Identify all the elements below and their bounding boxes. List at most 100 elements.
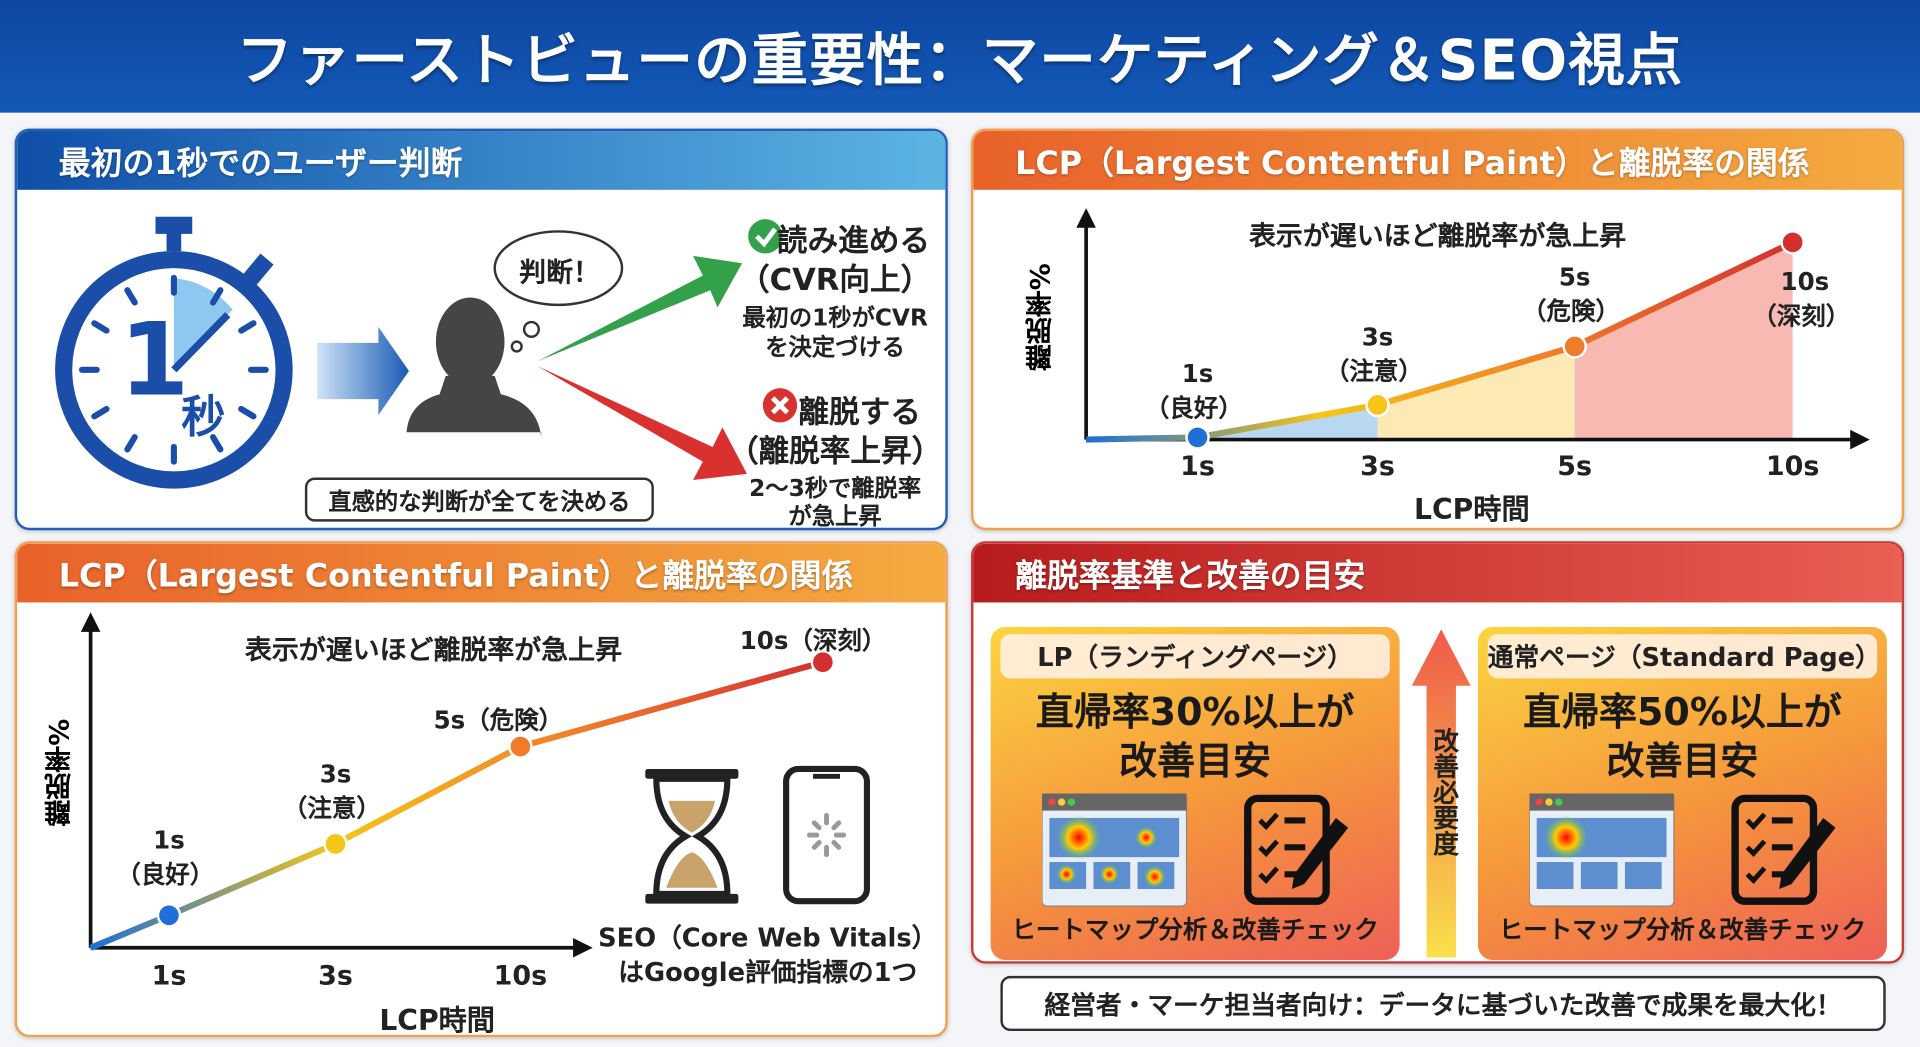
x-tick: 3s [1360,451,1395,483]
checklist-pencil-icon [1731,794,1836,905]
data-point [1780,230,1805,255]
card-standard: 通常ページ（Standard Page） 直帰率50%以上が 改善目安 ヒートマ… [1477,626,1887,961]
seo-text-1: SEO（Core Web Vitals） [598,923,938,953]
panel-title: 最初の1秒でのユーザー判断 [17,131,946,190]
point-note: （注意） [282,793,381,823]
chart-subtitle: 表示が遅いほど離脱率が急上昇 [1248,221,1627,253]
data-point [508,734,533,759]
content-block [1624,862,1662,889]
point-label: 1s [153,825,185,855]
red-arrow-icon [537,366,747,481]
hourglass-icon [645,768,739,904]
content-block [1580,862,1618,889]
y-axis-label: 離脱率% [1026,263,1057,372]
panel-lcp-top: LCP（Largest Contentful Paint）と離脱率の関係 表示が… [971,128,1905,531]
point-label: 10s [1780,266,1830,297]
point-label: 10s（深刻） [739,625,887,656]
window-dot [1535,798,1543,806]
seo-text-2: はGoogle評価指標の1つ [618,957,918,987]
chart-subtitle: 表示が遅いほど離脱率が急上昇 [244,635,623,667]
pencil [1779,817,1836,889]
panel-title: LCP（Largest Contentful Paint）と離脱率の関係 [973,131,1902,190]
panel-title: 離脱率基準と改善の目安 [973,543,1902,603]
positive-desc-1: 最初の1秒がCVR [742,304,928,332]
point-note: （深刻） [1752,301,1851,331]
card-line-2: 改善目安 [1606,739,1759,784]
x-circle-icon [762,388,798,423]
check-mark [1258,866,1279,884]
x-tick: 1s [1180,451,1215,483]
panel-title: LCP（Largest Contentful Paint）と離脱率の関係 [17,543,946,603]
area-fill [1574,242,1793,440]
y-axis-arrowhead [80,612,101,632]
heat-spot [1135,826,1158,849]
point-note: （良好） [116,859,215,889]
heatmap-icon [1042,793,1349,907]
check-mark [1745,812,1767,831]
panel-bounce: 離脱率基準と改善の目安 LP（ランディングページ） 直帰率30%以上が 改善目安… [971,541,1905,964]
point-note: （良好） [1144,393,1243,423]
data-point [1562,334,1587,359]
heat-spot [1143,865,1166,888]
stopwatch-number: 1 [119,302,190,419]
data-point [1185,425,1210,450]
heat-spot [1056,864,1077,885]
browser-bar [1042,793,1187,811]
check-circle-icon [748,219,783,254]
positive-head: 読み進める [776,222,931,259]
card-label: 通常ページ（Standard Page） [1487,634,1881,679]
lcp-chart-bottom [80,612,871,958]
footer-note: 経営者・マーケ担当者向け：データに基づいた改善で成果を最大化！ [1000,975,1886,1032]
x-tick: 10s [493,961,548,992]
heat-spot [1056,815,1101,860]
x-tick: 1s [151,961,187,992]
right-arrow-icon [317,326,409,416]
x-axis-label: LCP時間 [379,1005,495,1038]
card-footer: ヒートマップ分析＆改善チェック [1498,914,1867,945]
area-fill [1377,346,1575,440]
arrow-label: 改善必要度 [1430,727,1460,856]
thought-text: 判断！ [519,258,601,289]
checklist-pencil-icon [1244,794,1349,905]
window-dot [1057,798,1066,806]
point-label: 1s [1181,358,1214,389]
point-label: 3s [319,759,352,789]
positive-desc-2: を決定づける [765,334,905,362]
browser-bar [1529,793,1674,811]
window-dot [1545,798,1553,806]
negative-sub: （離脱率上昇） [727,433,943,469]
window-dot [1555,798,1563,806]
card-footer: ヒートマップ分析＆改善チェック [1011,914,1379,945]
heatmap-icon [1529,793,1836,907]
x-axis-label: LCP時間 [1414,494,1530,527]
x-tick: 10s [1765,451,1820,483]
point-note: （注意） [1324,356,1423,386]
negative-desc-1: 2〜3秒で離脱率 [749,475,922,503]
page-header: ファーストビューの重要性：マーケティング＆SEO視点 [0,0,1920,113]
lcp-chart-top [1076,208,1870,450]
card-line-2: 改善目安 [1119,739,1272,784]
page-title: ファーストビューの重要性：マーケティング＆SEO視点 [236,26,1684,94]
window-dot [1048,798,1056,806]
x-axis-arrowhead [1850,429,1870,450]
data-point [156,903,182,928]
card-line-1: 直帰率50%以上が [1523,690,1842,735]
user-silhouette-icon [406,297,542,438]
first-second-illustration [55,216,798,489]
heat-spot [1544,815,1589,860]
content-block [1536,862,1574,889]
y-axis-label: 離脱率% [45,718,76,827]
heat-spot [1099,864,1120,885]
data-point [810,649,836,675]
negative-head: 離脱する [798,394,921,430]
check-mark [1745,866,1767,884]
check-mark [1745,839,1767,858]
speech-bubble: 直感的な判断が全てを決める [304,477,654,522]
stopwatch-icon [55,216,293,489]
pencil [1291,817,1349,889]
point-label: 5s [1558,262,1591,292]
check-mark [1258,839,1279,858]
panel-first-second: 最初の1秒でのユーザー判断 [14,128,948,531]
x-tick: 5s [1557,451,1593,483]
check-mark [1258,812,1279,831]
